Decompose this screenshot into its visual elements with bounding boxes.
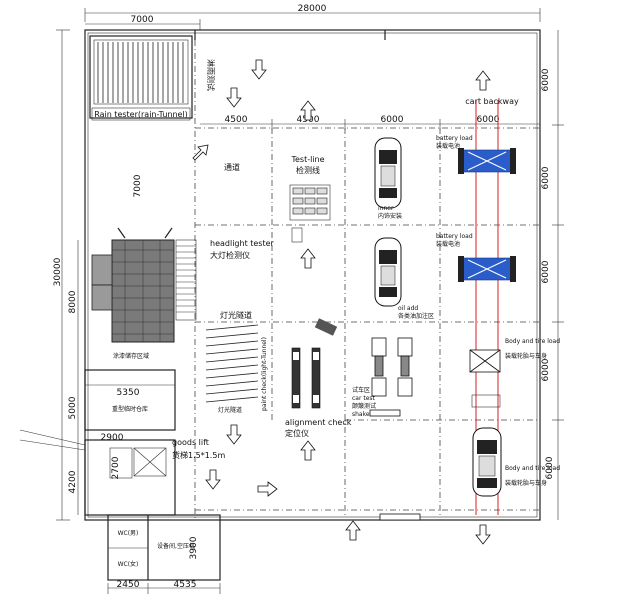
- dim-left-total: 30000: [53, 257, 63, 286]
- dim-right-d: 6000: [541, 358, 551, 381]
- zone-inner-oil: inner 内饰安装 oil add 各类油加注区 试车区 car test 颠…: [352, 137, 434, 418]
- paint-check-label: paint check(light-Tunnel): [261, 337, 268, 411]
- arrow-down-icon: [251, 59, 267, 80]
- arrow-down-icon: [205, 469, 221, 490]
- inner-label-cn: 内饰安装: [378, 212, 402, 220]
- test-line-label-cn: 检测线: [296, 165, 320, 175]
- zone-test-line: Test-line 检测线 paint check(light-Tunnel) …: [261, 155, 352, 438]
- car-test-label: car test: [352, 395, 376, 402]
- dim-left-8000: 8000: [68, 290, 78, 313]
- passage-label-cn: 通道: [224, 162, 240, 172]
- test-line-station: [289, 184, 331, 221]
- shake-tester: [371, 337, 413, 397]
- goods-lift-label: goods lift: [172, 438, 209, 447]
- light-tunnel-label-cn: 灯光隧道: [220, 310, 252, 320]
- arrow-up-icon: [300, 248, 316, 269]
- wc-female-label: WC(女): [118, 560, 139, 568]
- alignment-rail-left: [291, 347, 301, 409]
- rain-tester-slats: [97, 42, 184, 103]
- paint-storage: 涂漆储存区域: [91, 227, 197, 360]
- alignment-tool: [314, 318, 338, 336]
- arrow-up-icon: [300, 100, 316, 121]
- dim-bay-3: 6000: [381, 115, 404, 125]
- body-tire-1-label: Body and tire load: [505, 338, 560, 345]
- car-body-tire: [472, 427, 502, 497]
- test-area-label-cn: 试车区: [352, 386, 370, 394]
- arrow-up-icon: [475, 70, 491, 91]
- arrow-up-icon: [345, 520, 361, 541]
- dim-room-3900: 3900: [189, 536, 199, 559]
- body-lift-frame: [471, 394, 501, 408]
- zone-battery-body: cart backway battery load 装载电池 battery l…: [436, 97, 560, 515]
- temp-warehouse-label-cn: 重型临时仓库: [112, 405, 148, 413]
- alignment-rail-right: [311, 347, 321, 409]
- left-rooms: 重型临时仓库 goods lift 货梯1.5*1.5m WC(男) WC(女)…: [19, 369, 225, 581]
- body-tire-1-label-cn: 装载轮胎与车身: [505, 352, 547, 360]
- battery-load-1-label-cn: 装载电池: [436, 142, 460, 150]
- inner-label: inner: [378, 205, 394, 212]
- cart-backway-label: cart backway: [465, 97, 519, 106]
- dim-room-2900: 2900: [101, 433, 124, 443]
- alignment-check-label-cn: 定位仪: [285, 428, 309, 438]
- misc-equipment: [369, 349, 501, 521]
- dimension-labels: 7000 28000 4500 4500 6000 6000 30000 700…: [53, 4, 555, 590]
- equipment-room-label-cn: 设备间,空压机: [157, 542, 195, 550]
- rain-tester-label-cn: 淋雨测试: [206, 59, 216, 91]
- dim-right-a: 6000: [541, 68, 551, 91]
- dim-bay-4: 6000: [477, 115, 500, 125]
- body-tire-2-label-cn: 装载轮胎与车身: [505, 479, 547, 487]
- rain-tester-label: Rain tester(rain-Tunnel): [94, 110, 188, 119]
- lift-spec-label-cn: 货梯1.5*1.5m: [172, 450, 225, 460]
- wc-male-label: WC(男): [118, 530, 139, 537]
- arrow-right-icon: [257, 481, 278, 497]
- dim-top-left: 7000: [131, 15, 154, 25]
- car-oil-add: [374, 237, 402, 307]
- flow-arrows: [192, 59, 491, 545]
- battery-lift-1: [458, 148, 516, 174]
- dim-bay-1: 4500: [225, 115, 248, 125]
- arrow-down-icon: [226, 87, 242, 108]
- dimension-lines: [56, 8, 564, 594]
- battery-load-2-label-cn: 装载电池: [436, 240, 460, 248]
- oil-add-label-cn: 各类油加注区: [398, 312, 434, 320]
- test-line-label: Test-line: [290, 155, 324, 164]
- dim-bottom-2450: 2450: [117, 580, 140, 590]
- arrow-down-icon: [475, 524, 491, 545]
- car-inner: [374, 137, 402, 209]
- rain-tester: Rain tester(rain-Tunnel) 淋雨测试: [89, 35, 216, 121]
- arrow-down-icon: [226, 424, 242, 445]
- paint-storage-label-cn: 涂漆储存区域: [113, 352, 149, 360]
- dim-bottom-4535: 4535: [174, 580, 197, 590]
- light-tunnel-slats: [205, 324, 259, 403]
- shake-test-label-cn: 颠簸测试: [352, 402, 376, 410]
- zone-passage: 通道 headlight tester 大灯检测仪 灯光隧道 灯光隧道: [205, 162, 275, 414]
- battery-lift-2: [458, 256, 516, 282]
- dim-right-e: 6000: [545, 456, 555, 479]
- exterior-walls: [84, 29, 541, 521]
- alignment-check-label: alignment check: [285, 418, 352, 427]
- dim-left-5000: 5000: [68, 396, 78, 419]
- dim-room-5350: 5350: [117, 388, 140, 398]
- light-tunnel-label-cn-2: 灯光隧道: [218, 406, 242, 414]
- oil-add-label: oil add: [398, 305, 418, 312]
- dim-room-2700: 2700: [111, 456, 121, 479]
- body-tire-2-label: Body and tire load: [505, 465, 560, 472]
- dim-left-7000: 7000: [133, 174, 143, 197]
- battery-load-1-label: battery load: [436, 135, 473, 142]
- dim-top-total: 28000: [298, 4, 327, 14]
- dim-left-4200: 4200: [68, 470, 78, 493]
- battery-load-2-label: battery load: [436, 233, 473, 240]
- headlight-tester-label-cn: 大灯检测仪: [210, 250, 250, 260]
- dim-right-c: 6000: [541, 260, 551, 283]
- headlight-tester-label: headlight tester: [210, 239, 275, 248]
- arrow-diagonal-icon: [192, 144, 209, 161]
- dim-right-b: 6000: [541, 166, 551, 189]
- bay-grid-lines: [194, 40, 540, 520]
- arrow-up-icon: [300, 440, 316, 461]
